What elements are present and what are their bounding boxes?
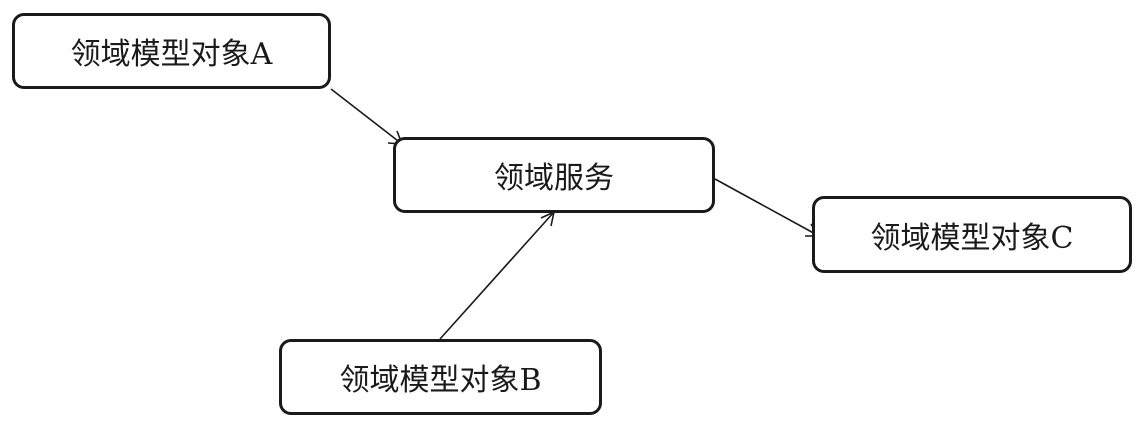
edge-object-a-to-service bbox=[330, 88, 404, 145]
node-object-b: 领域模型对象B bbox=[279, 339, 602, 415]
edge-line bbox=[714, 178, 820, 237]
edge-service-to-object-c bbox=[714, 178, 821, 237]
node-object-c: 领域模型对象C bbox=[812, 196, 1132, 273]
edge-object-b-to-service bbox=[439, 210, 556, 340]
edge-line bbox=[439, 211, 555, 340]
node-label: 领域服务 bbox=[494, 161, 614, 196]
node-label: 领域模型对象C bbox=[870, 220, 1074, 256]
node-service: 领域服务 bbox=[393, 137, 715, 213]
edge-line bbox=[330, 88, 403, 145]
node-label: 领域模型对象A bbox=[70, 37, 273, 72]
node-object-a: 领域模型对象A bbox=[12, 13, 331, 89]
node-label: 领域模型对象B bbox=[339, 363, 542, 398]
